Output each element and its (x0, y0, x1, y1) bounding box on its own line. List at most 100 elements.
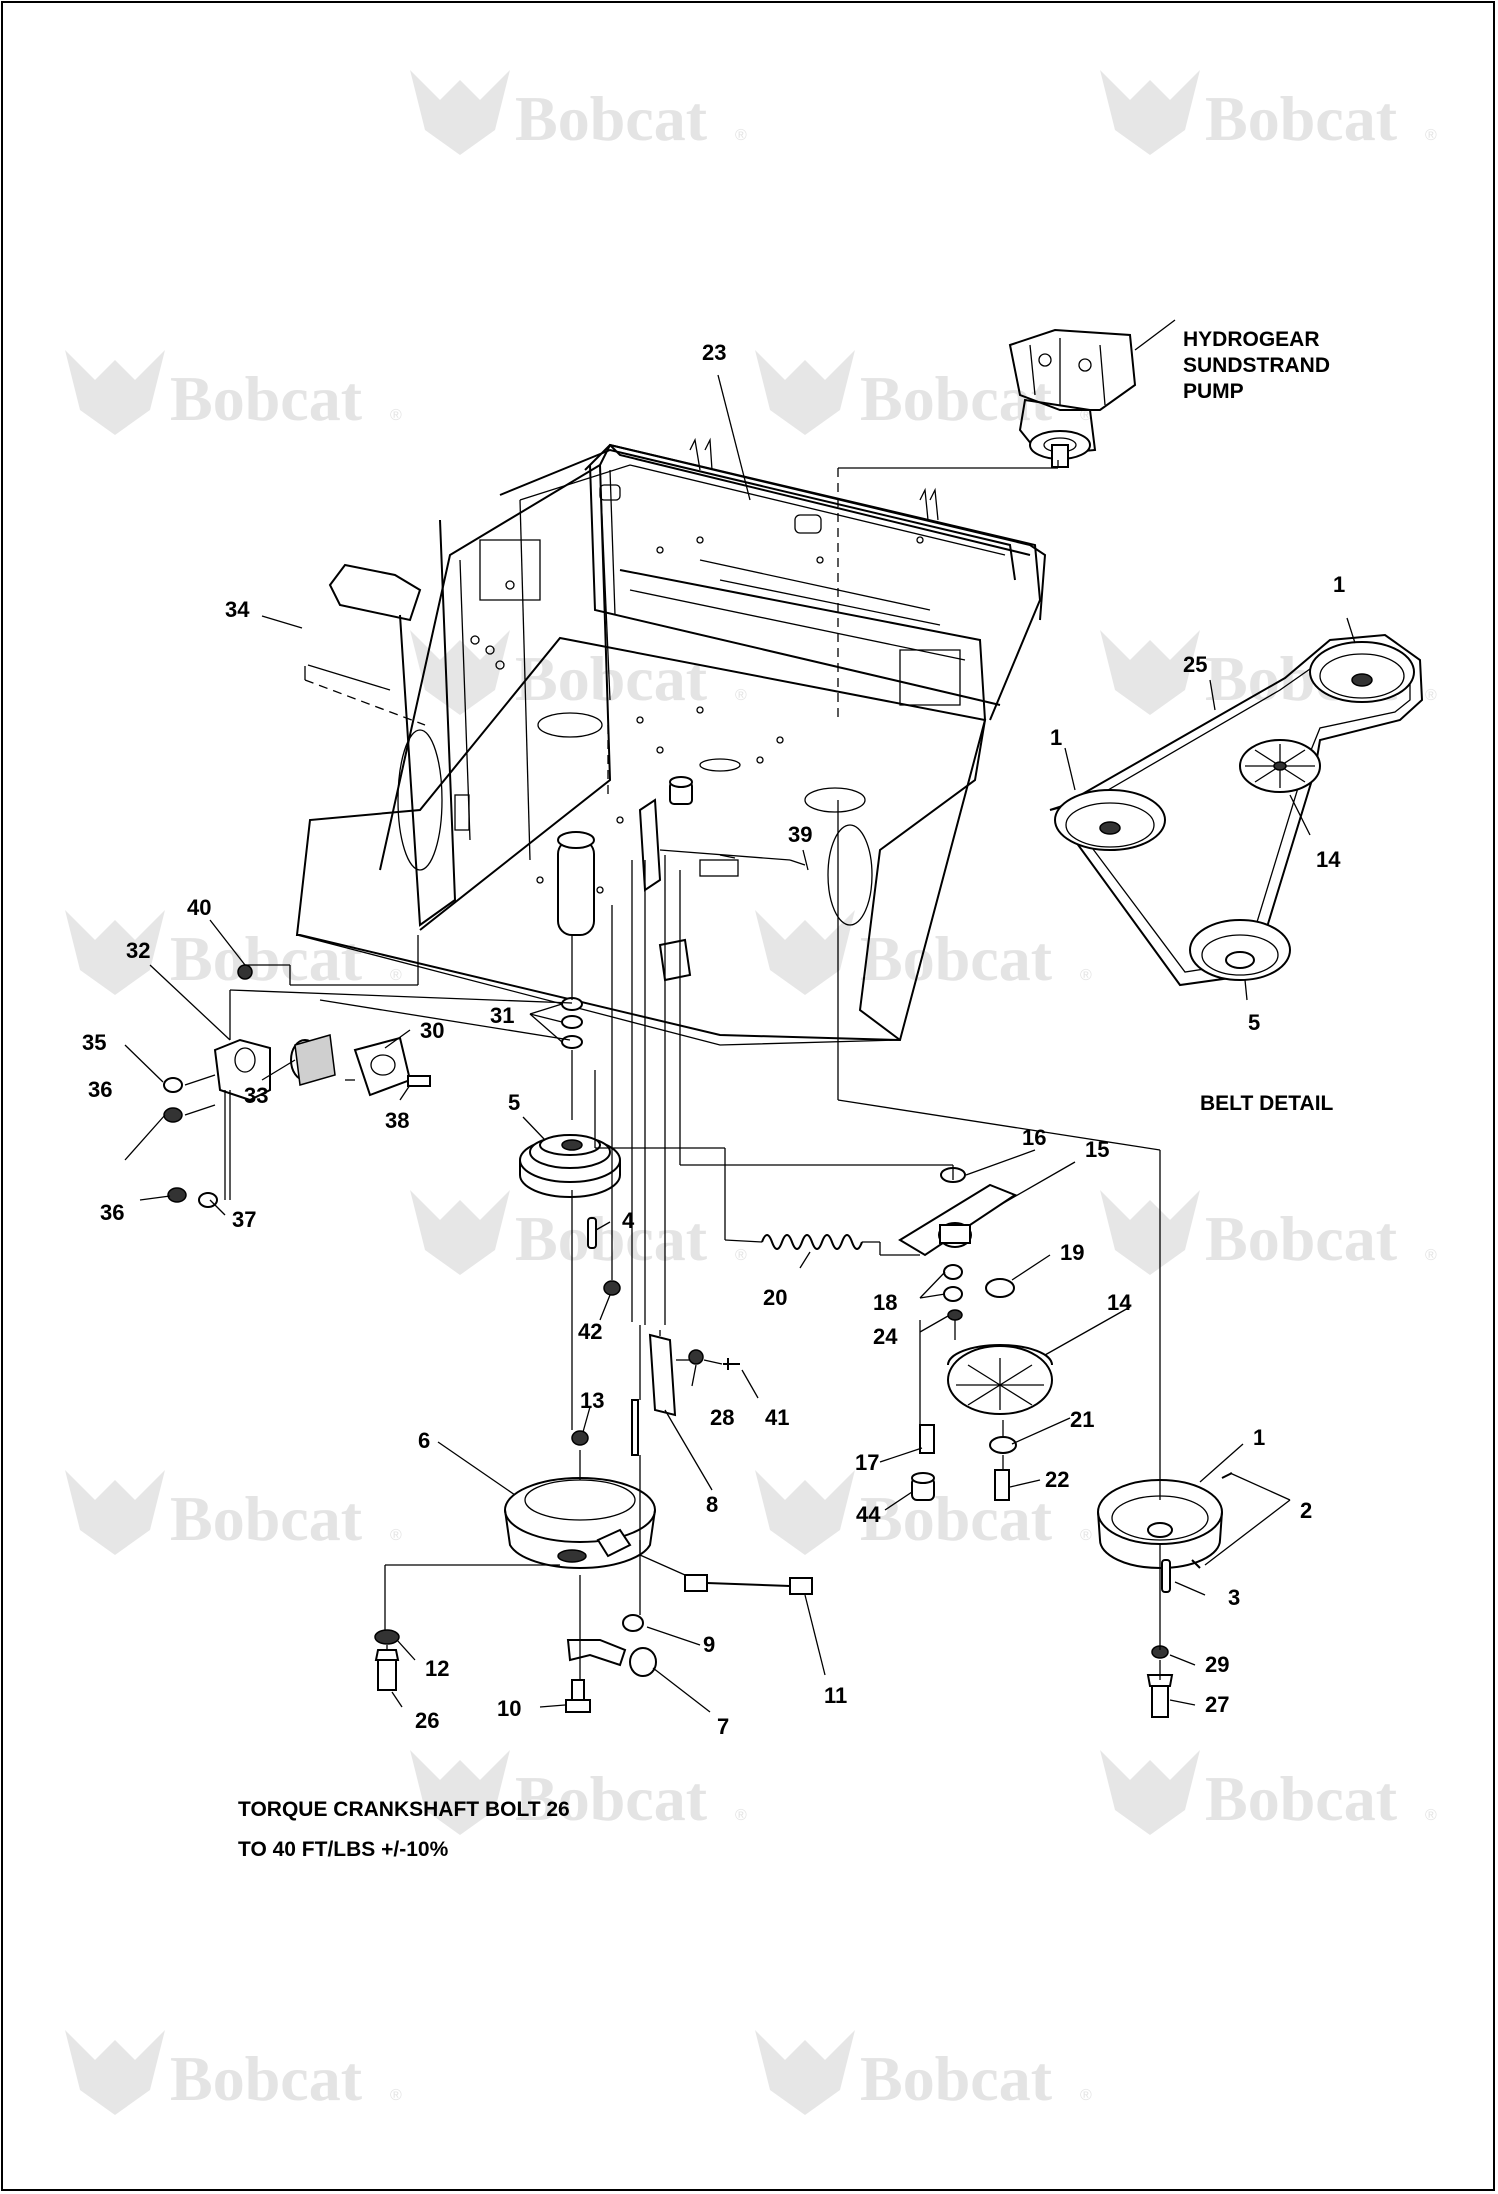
callout-17: 17 (855, 1450, 879, 1475)
chassis-frame (295, 437, 1047, 1046)
watermark-logo: Bobcat ® (755, 910, 1092, 995)
callout-27: 27 (1205, 1692, 1229, 1717)
svg-text:®: ® (1425, 687, 1437, 704)
torque-note-line-2: TO 40 FT/LBS +/-10% (238, 1838, 449, 1861)
svg-text:Bobcat: Bobcat (170, 2043, 363, 2114)
torque-note-line-1: TORQUE CRANKSHAFT BOLT 26 (238, 1798, 570, 1821)
callout-35: 35 (82, 1030, 106, 1055)
watermark-logo: Bobcat ® (65, 1470, 402, 1555)
callout-leaders (124, 319, 1356, 1713)
callout-14-belt: 14 (1316, 847, 1341, 872)
text-labels: HYDROGEAR SUNDSTRAND PUMP BELT DETAIL TO… (238, 328, 1334, 1861)
callout-4: 4 (622, 1208, 635, 1233)
svg-text:Bobcat: Bobcat (1205, 1203, 1398, 1274)
watermark-logo: Bobcat ® (755, 2030, 1092, 2115)
svg-text:®: ® (1425, 127, 1437, 144)
callout-8: 8 (706, 1492, 718, 1517)
svg-text:Bobcat: Bobcat (860, 363, 1053, 434)
watermark-logo: Bobcat ® (410, 630, 747, 715)
callout-41: 41 (765, 1405, 789, 1430)
callout-14-lower: 14 (1107, 1290, 1132, 1315)
callout-5-stack: 5 (508, 1090, 520, 1115)
callout-22: 22 (1045, 1467, 1069, 1492)
callout-1-belt-top: 1 (1333, 572, 1345, 597)
watermark-logo: Bobcat ® (755, 1470, 1092, 1555)
callout-26: 26 (415, 1708, 439, 1733)
callout-25: 25 (1183, 652, 1207, 677)
callout-36-lower: 36 (100, 1200, 124, 1225)
svg-text:Bobcat: Bobcat (1205, 1763, 1398, 1834)
callout-11: 11 (824, 1683, 847, 1708)
callout-33: 33 (244, 1083, 268, 1108)
svg-text:Bobcat: Bobcat (515, 643, 708, 714)
callout-31: 31 (490, 1003, 514, 1028)
left-bracket-assembly (163, 964, 431, 1208)
callout-19: 19 (1060, 1240, 1084, 1265)
watermark-logo: Bobcat ® (65, 350, 402, 435)
callout-40: 40 (187, 895, 211, 920)
callout-32: 32 (126, 938, 150, 963)
svg-text:Bobcat: Bobcat (1205, 83, 1398, 154)
right-pulley-assembly (1097, 1472, 1233, 1718)
callout-15: 15 (1085, 1137, 1109, 1162)
callout-44: 44 (856, 1502, 881, 1527)
svg-text:®: ® (735, 687, 747, 704)
svg-text:Bobcat: Bobcat (515, 1763, 708, 1834)
svg-text:Bobcat: Bobcat (860, 1483, 1053, 1554)
callout-5-belt: 5 (1248, 1010, 1260, 1035)
callout-21: 21 (1070, 1407, 1094, 1432)
center-drive-stack (374, 997, 813, 1713)
callout-1-right: 1 (1253, 1425, 1265, 1450)
svg-text:®: ® (1425, 1807, 1437, 1824)
hydrogear-pump (1008, 328, 1137, 468)
svg-text:Bobcat: Bobcat (515, 83, 708, 154)
watermark-logo: Bobcat ® (65, 2030, 402, 2115)
svg-text:®: ® (1425, 1247, 1437, 1264)
watermark-logo: Bobcat ® (410, 1190, 747, 1275)
svg-text:®: ® (1080, 2087, 1092, 2104)
callout-20: 20 (763, 1285, 787, 1310)
svg-text:Bobcat: Bobcat (860, 2043, 1053, 2114)
callout-42: 42 (578, 1319, 602, 1344)
svg-text:Bobcat: Bobcat (170, 1483, 363, 1554)
svg-text:Bobcat: Bobcat (170, 923, 363, 994)
pump-label-line-1: HYDROGEAR (1183, 328, 1320, 351)
pump-label-line-3: PUMP (1183, 380, 1244, 403)
svg-text:®: ® (390, 1527, 402, 1544)
svg-text:®: ® (390, 407, 402, 424)
pump-label-line-2: SUNDSTRAND (1183, 354, 1330, 377)
svg-text:®: ® (735, 1247, 747, 1264)
callout-10: 10 (497, 1696, 521, 1721)
callout-38: 38 (385, 1108, 409, 1133)
callout-36-upper: 36 (88, 1077, 112, 1102)
callout-numbers: 23 34 1 25 1 14 5 39 40 32 35 36 33 30 3… (82, 340, 1345, 1739)
svg-text:®: ® (1080, 967, 1092, 984)
callout-34: 34 (225, 597, 250, 622)
callout-9: 9 (703, 1632, 715, 1657)
svg-text:®: ® (1080, 1527, 1092, 1544)
callout-37: 37 (232, 1207, 256, 1232)
belt-detail (1049, 633, 1424, 987)
callout-39: 39 (788, 822, 812, 847)
svg-text:®: ® (390, 967, 402, 984)
watermark-layer: Bobcat ® Bobcat ® Bobcat ® Bobcat ® Bobc… (65, 70, 1437, 2115)
callout-30: 30 (420, 1018, 444, 1043)
callout-18: 18 (873, 1290, 897, 1315)
callout-23: 23 (702, 340, 726, 365)
svg-text:Bobcat: Bobcat (170, 363, 363, 434)
watermark-logo: Bobcat ® (1100, 1750, 1437, 1835)
watermark-logo: Bobcat ® (1100, 70, 1437, 155)
svg-text:®: ® (390, 2087, 402, 2104)
watermark-logo: Bobcat ® (65, 910, 402, 995)
belt-detail-label: BELT DETAIL (1200, 1092, 1334, 1115)
watermark-logo: Bobcat ® (410, 1750, 747, 1835)
watermark-logo: Bobcat ® (410, 70, 747, 155)
watermark-logo: Bobcat ® (1100, 1190, 1437, 1275)
callout-3: 3 (1228, 1585, 1240, 1610)
callout-12: 12 (425, 1656, 449, 1681)
svg-text:Bobcat: Bobcat (860, 923, 1053, 994)
callout-6: 6 (418, 1428, 430, 1453)
idler-arm-assembly (761, 1167, 1053, 1501)
svg-text:®: ® (735, 1807, 747, 1824)
